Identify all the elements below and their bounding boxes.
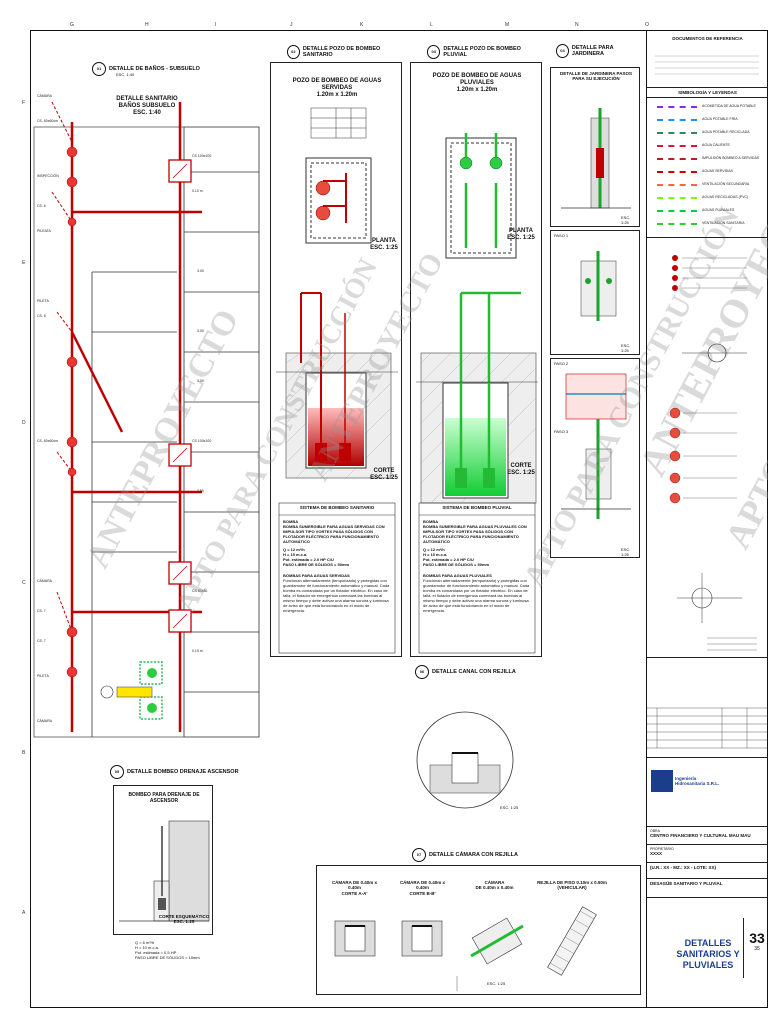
inner-title: POZO DE BOMBEO DE AGUAS PLUVIALES [432, 73, 522, 87]
owner-name: XXXX [650, 851, 663, 856]
legend-swatch [657, 184, 697, 186]
legend-label: AGUAS PLUVIALES [702, 208, 735, 212]
detail-number-badge: 05 [110, 765, 124, 779]
svg-text:PILETA: PILETA [37, 299, 49, 303]
inner-title: DETALLE DE JARDINERA PASOS PARA SU EJECU… [560, 71, 632, 82]
legend-swatch [657, 132, 697, 134]
svg-text:CS 100x100: CS 100x100 [192, 154, 211, 158]
bombeo-sanitario-drawing [276, 107, 398, 654]
svg-text:3.00: 3.00 [197, 269, 204, 273]
svg-text:CS. 60x60cm: CS. 60x60cm [37, 439, 58, 443]
panel-jardinera: 04 DETALLE PARA JARDINERA DETALLE DE JAR… [550, 44, 640, 562]
legend-label: ACOMETIDA DE AGUA POTABLE [702, 104, 756, 108]
svg-text:0.10 m: 0.10 m [192, 189, 203, 193]
legend-label: VENTILACIÓN SANITARIA [702, 221, 745, 225]
panel-ascensor: 05 DETALLE BOMBEO DRENAJE ASCENSOR BOMBE… [110, 765, 240, 1005]
inner-title: DETALLE SANITARIO BAÑOS SUBSUELO [116, 96, 178, 110]
panel-banos: 01 DETALLE DE BAÑOS - SUBSUELO ESC. 1:40… [32, 32, 262, 742]
svg-text:CÁMARA: CÁMARA [37, 94, 53, 98]
ref-docs-title: DOCUMENTOS DE REFERENCIA [672, 36, 743, 41]
svg-text:CÁMARA: CÁMARA [37, 719, 53, 723]
inner-title: BOMBEO PARA DRENAJE DE ASCENSOR [128, 792, 200, 804]
symbols-drawing [669, 255, 757, 651]
detail-number-badge: 03 [427, 45, 441, 59]
svg-text:INSPECCIÓN: INSPECCIÓN [37, 173, 59, 178]
svg-text:3.00: 3.00 [197, 379, 204, 383]
sheet-number: 33 [749, 930, 765, 946]
detail-number-badge: 06 [415, 665, 429, 679]
panel-title: DETALLE POZO DE BOMBEO SANITARIO [302, 46, 381, 58]
location: (U.R.: XX - MZ.: XX - LOTE: XX) [650, 865, 716, 870]
panel-bombeo-sanitario: 02 DETALLE POZO DE BOMBEO SANITARIO POZO… [270, 45, 402, 657]
panel-title: DETALLE CANAL CON REJILLA [432, 669, 516, 675]
svg-text:CS 100x100: CS 100x100 [192, 439, 211, 443]
legend-label: IMPULSIÓN BOMBEO A SERVIDAS [702, 156, 760, 160]
svg-text:CÁMARA: CÁMARA [37, 579, 53, 583]
legend-swatch [657, 119, 697, 121]
svg-text:PILETA: PILETA [37, 674, 49, 678]
legend-swatch [657, 106, 697, 108]
legend-label: VENTILACIÓN SECUNDARIA [702, 182, 750, 186]
legend-swatch [657, 145, 697, 147]
legend-label: AGUAS RECICLADAS (PVC) [702, 195, 749, 199]
panel-title: DETALLE PARA JARDINERA [571, 45, 614, 57]
detail-number-badge: 04 [556, 44, 569, 58]
panel-title: DETALLE DE BAÑOS - SUBSUELO [109, 66, 200, 72]
sheet-total: 35 [754, 946, 760, 952]
banos-plan-drawing: CÁMARA CS. 60x60cm INSPECCIÓN CS. 6 PILEAT… [33, 94, 260, 738]
panel-bombeo-pluvial: 03 DETALLE POZO DE BOMBEO PLUVIAL POZO D… [410, 45, 542, 657]
svg-text:CS. 60x60cm: CS. 60x60cm [37, 119, 58, 123]
svg-text:CS 80x80: CS 80x80 [192, 589, 207, 593]
svg-text:2.50: 2.50 [197, 489, 204, 493]
panel-camara: 07 DETALLE CÁMARA CON REJILLA CÁMARA DE … [316, 848, 641, 995]
svg-text:CS. 7: CS. 7 [37, 609, 46, 613]
legend: ACOMETIDA DE AGUA POTABLE AGUA POTABLE FR… [647, 98, 768, 238]
drawing-content: DESAGÜE SANITARIO Y PLUVIAL [650, 881, 723, 886]
legend-label: AGUA CALIENTE [702, 143, 730, 147]
title-block: DOCUMENTOS DE REFERENCIA SIMBOLOGÍA Y LE… [646, 30, 768, 1008]
legend-label: AGUA POTABLE FRÍA [702, 117, 738, 121]
project-name: CENTRO FINANCIERO Y CULTURAL MAU MAU [650, 833, 751, 838]
detail-number-badge: 01 [92, 62, 106, 76]
panel-canal: 06 DETALLE CANAL CON REJILLA ESC. 1:25 [410, 665, 540, 845]
svg-text:PILEATA: PILEATA [37, 229, 52, 233]
legend-swatch [657, 197, 697, 199]
svg-text:CS. 6: CS. 6 [37, 204, 46, 208]
grid-ruler-left: F E D C B A [22, 100, 26, 916]
panel-title: DETALLE BOMBEO DRENAJE ASCENSOR [127, 769, 239, 775]
company-logo [651, 770, 673, 792]
svg-text:0.10 m: 0.10 m [192, 649, 203, 653]
svg-text:3.00: 3.00 [197, 329, 204, 333]
panel-title: DETALLE POZO DE BOMBEO PLUVIAL [443, 46, 521, 58]
legend-swatch [657, 210, 697, 212]
legend-label: AGUAS SERVIDAS [702, 169, 733, 173]
sheet-title: DETALLES SANITARIOS Y PLUVIALES [676, 938, 740, 970]
legend-swatch [657, 171, 697, 173]
legend-swatch [657, 158, 697, 160]
company-name: Ingeniería Hidrosanitaria S.R.L. [675, 776, 720, 786]
bombeo-pluvial-drawing [416, 133, 538, 654]
legend-swatch [657, 223, 697, 225]
panel-title: DETALLE CÁMARA CON REJILLA [429, 852, 518, 858]
inner-title: POZO DE BOMBEO DE AGUAS SERVIDAS [292, 78, 382, 92]
revisions-table [647, 707, 767, 749]
legend-label: AGUA POTABLE RECICLADA [702, 130, 750, 134]
detail-number-badge: 02 [287, 45, 300, 59]
svg-text:CS. 7: CS. 7 [37, 639, 46, 643]
symbology-title: SIMBOLOGÍA Y LEYENDAS [678, 90, 737, 95]
svg-text:CS. 6: CS. 6 [37, 314, 46, 318]
detail-number-badge: 07 [412, 848, 426, 862]
grid-ruler-top: G H I J K L M N O [70, 22, 649, 28]
